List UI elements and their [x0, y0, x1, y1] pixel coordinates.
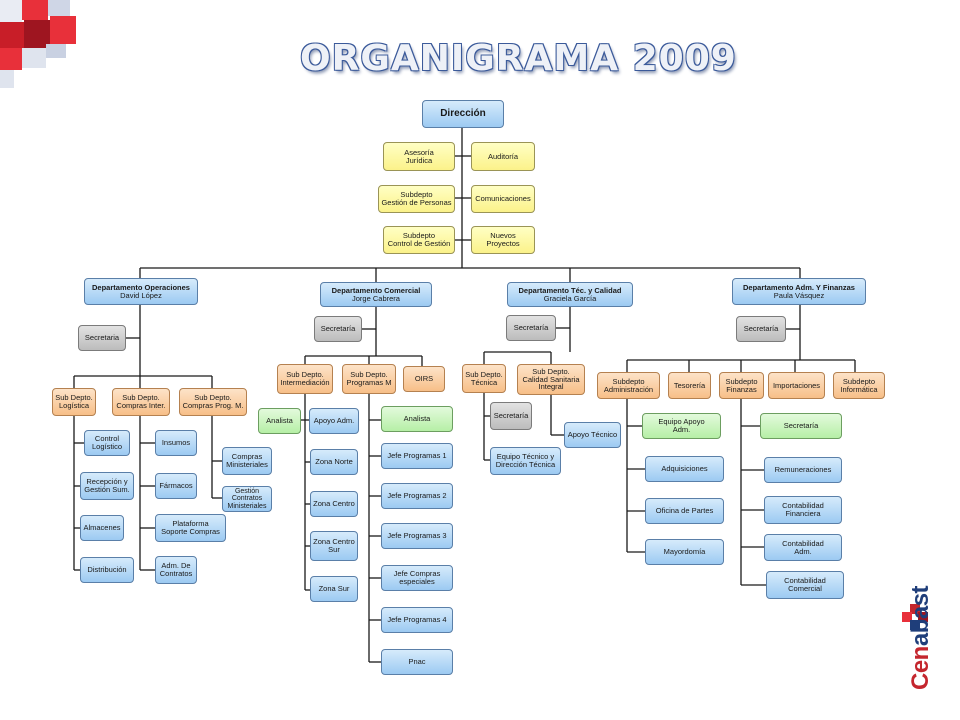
box-subdepto-logistica: Sub Depto.Logística [52, 388, 96, 416]
box-mayordomia: Mayordomía [645, 539, 724, 565]
box-remuneraciones: Remuneraciones [764, 457, 842, 483]
box-subdepto-programas: Sub Depto.Programas M [342, 364, 396, 394]
box-adquisiciones: Adquisiciones [645, 456, 724, 482]
box-com-secretaria: Secretaría [314, 316, 362, 342]
box-zona-centro: Zona Centro [310, 491, 358, 517]
box-apoyo-adm: Apoyo Adm. [309, 408, 359, 434]
box-direccion: Dirección [422, 100, 504, 128]
box-pnac: Pnac [381, 649, 453, 675]
box-importaciones: Importaciones [768, 372, 825, 399]
box-jefe-programas-4: Jefe Programas 4 [381, 607, 453, 633]
box-tesoreria: Tesorería [668, 372, 711, 399]
corner-logo-icon [0, 0, 90, 90]
box-analista-programas: Analista [381, 406, 453, 432]
box-subdepto-intermediacion: Sub Depto.Intermediación [277, 364, 333, 394]
box-ops-secretaria: Secretaria [78, 325, 126, 351]
box-apoyo-tecnico: Apoyo Técnico [564, 422, 621, 448]
box-farmacos: Fármacos [155, 473, 197, 499]
box-distribucion: Distribución [80, 557, 134, 583]
box-jefe-programas-1: Jefe Programas 1 [381, 443, 453, 469]
box-fin-secretaria-2: Secretaría [760, 413, 842, 439]
box-auditoria: Auditoría [471, 142, 535, 171]
box-insumos: Insumos [155, 430, 197, 456]
box-analista-intermediacion: Analista [258, 408, 301, 434]
box-subdepto-compras-inter: Sub Depto.Compras Inter. [112, 388, 170, 416]
box-almacenes: Almacenes [80, 515, 124, 541]
box-oirs: OIRS [403, 366, 445, 392]
box-tec-secretaria-2: Secretaría [490, 402, 532, 430]
box-subdepto-tecnica: Sub Depto.Técnica [462, 364, 506, 393]
brand-wordmark: Cenabast [907, 585, 934, 690]
box-zona-sur: Zona Sur [310, 576, 358, 602]
box-fin-secretaria: Secretaría [736, 316, 786, 342]
box-oficina-partes: Oficina de Partes [645, 498, 724, 524]
chart-title: ORGANIGRAMA 2009 [300, 38, 737, 79]
cenabast-logo-icon [902, 604, 928, 630]
box-nuevos-proyectos: Nuevos Proyectos [471, 226, 535, 254]
box-comunicaciones: Comunicaciones [471, 185, 535, 213]
box-zona-norte: Zona Norte [310, 449, 358, 475]
box-tec-secretaria: Secretaría [506, 315, 556, 341]
box-jefe-programas-3: Jefe Programas 3 [381, 523, 453, 549]
box-jefe-programas-2: Jefe Programas 2 [381, 483, 453, 509]
box-subdepto-compras-prog: Sub Depto.Compras Prog. M. [179, 388, 247, 416]
